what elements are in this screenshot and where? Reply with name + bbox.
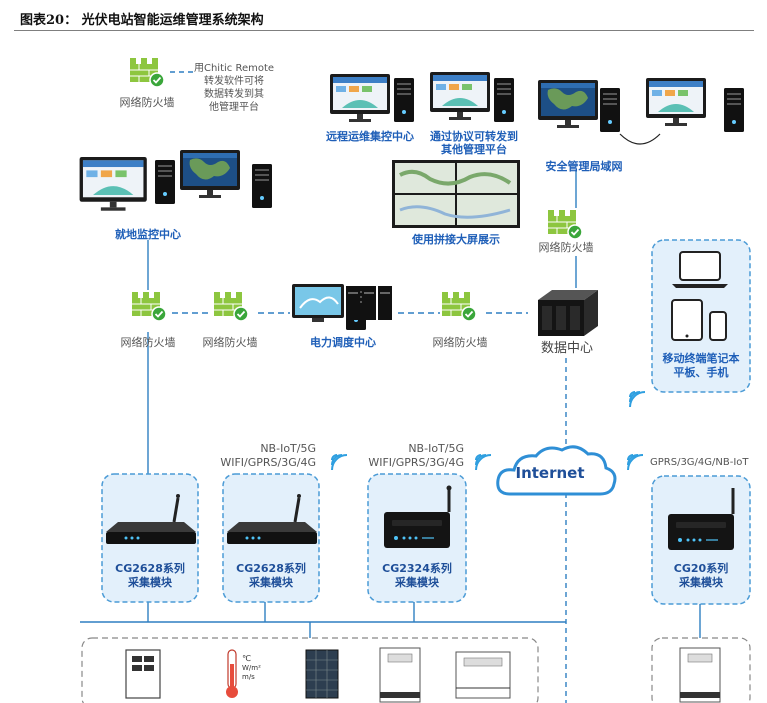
data-center-icon — [538, 290, 598, 336]
cg20-device-icon — [667, 488, 735, 551]
protocol-forward-line-1: 通过协议可转发到 — [430, 130, 518, 143]
inverter-box-icon-3 — [679, 647, 721, 703]
internet-cloud-icon — [496, 445, 617, 496]
top-note-line-1: 用Chitic Remote — [193, 63, 275, 74]
cg2324-device-icon — [383, 485, 452, 549]
firewall-label-top: 网络防火墙 — [119, 96, 175, 109]
server-tower-icon-lan-1 — [600, 88, 620, 132]
wireless-a-line-1: NB-IoT/5G — [260, 442, 316, 455]
cable-icon — [619, 133, 661, 145]
firewall-label-lan: 网络防火墙 — [538, 241, 594, 254]
figure-title: 图表20： 光伏电站智能运维管理系统架构 — [20, 13, 264, 28]
wireless-c-label: GPRS/3G/4G/NB-IoT — [650, 457, 749, 468]
module-1-model: CG2628系列 — [115, 562, 185, 575]
figure-header: 图表20： 光伏电站智能运维管理系统架构 — [14, 4, 754, 31]
thermo-unit-1: ℃ — [242, 654, 251, 663]
power-meter-icon — [125, 649, 161, 699]
local-center-label: 就地监控中心 — [115, 228, 181, 241]
firewall-label-4: 网络防火墙 — [432, 336, 488, 349]
thermo-unit-2: W/m² — [242, 664, 261, 672]
protocol-forward-line-2: 其他管理平台 — [441, 143, 507, 156]
top-note-line-2: 转发软件可将 — [204, 76, 264, 87]
module-3-name: 采集模块 — [395, 576, 439, 589]
server-tower-icon-protocol — [494, 78, 514, 122]
data-center-label: 数据中心 — [540, 341, 594, 356]
module-4-model: CG20系列 — [673, 562, 729, 575]
module-2-name: 采集模块 — [249, 576, 293, 589]
firewall-label-1: 网络防火墙 — [120, 336, 176, 349]
server-tower-icon-local-1 — [155, 160, 175, 204]
server-tower-icon-local-2 — [252, 164, 272, 208]
wireless-b-line-1: NB-IoT/5G — [408, 442, 464, 455]
security-lan-label: 安全管理局域网 — [545, 160, 623, 173]
firewall-icon-1 — [131, 291, 167, 322]
top-note-line-4: 他管理平台 — [209, 102, 259, 113]
monitor-icon-protocol — [430, 72, 490, 120]
monitor-icon-lan — [646, 78, 706, 126]
inverter-box-icon-2 — [455, 651, 511, 699]
monitor-icon-local-1 — [79, 156, 147, 211]
server-tower-icon-remote — [394, 78, 414, 122]
wireless-b-line-2: WIFI/GPRS/3G/4G — [368, 456, 464, 469]
solar-panel-icon — [305, 649, 339, 699]
firewall-icon-top — [129, 57, 165, 88]
phone-icon — [709, 311, 727, 341]
wifi-icon-c — [627, 454, 644, 471]
thermo-unit-3: m/s — [242, 673, 255, 681]
wifi-icon-a — [331, 454, 348, 471]
module-3-model: CG2324系列 — [382, 562, 452, 575]
server-tower-icon-lan-2 — [724, 88, 744, 132]
mobile-label-line-1: 移动终端笔记本 — [662, 352, 740, 365]
inverter-box-icon-1 — [379, 647, 421, 703]
firewall-label-2: 网络防火墙 — [202, 336, 258, 349]
firewall-icon-4 — [441, 291, 477, 322]
module-1-name: 采集模块 — [128, 576, 172, 589]
field-devices-group — [81, 637, 539, 703]
monitor-icon-remote — [330, 74, 390, 122]
wireless-a-line-2: WIFI/GPRS/3G/4G — [220, 456, 316, 469]
big-screen-label: 使用拼接大屏展示 — [412, 233, 500, 246]
module-2-model: CG2628系列 — [236, 562, 306, 575]
network-lines — [80, 71, 701, 703]
dispatch-center-icon — [292, 284, 392, 330]
dispatch-center-label: 电力调度中心 — [310, 336, 376, 349]
mobile-label-line-2: 平板、手机 — [673, 366, 729, 379]
tablet-icon — [671, 299, 703, 341]
video-wall-icon — [392, 160, 520, 228]
top-note-line-3: 数据转发到其 — [204, 89, 264, 100]
laptop-icon — [672, 251, 728, 288]
monitor-map-icon-local — [180, 150, 240, 198]
thermometer-icon — [226, 649, 238, 698]
module-4-name: 采集模块 — [679, 576, 723, 589]
monitor-map-icon-lan — [538, 80, 598, 128]
wifi-icon-b — [475, 454, 492, 471]
remote-center-label: 远程运维集控中心 — [326, 130, 414, 143]
firewall-icon-lan — [547, 209, 583, 240]
wifi-icon-mobile — [629, 391, 646, 408]
firewall-icon-2 — [213, 291, 249, 322]
internet-label: Internet — [515, 464, 585, 482]
